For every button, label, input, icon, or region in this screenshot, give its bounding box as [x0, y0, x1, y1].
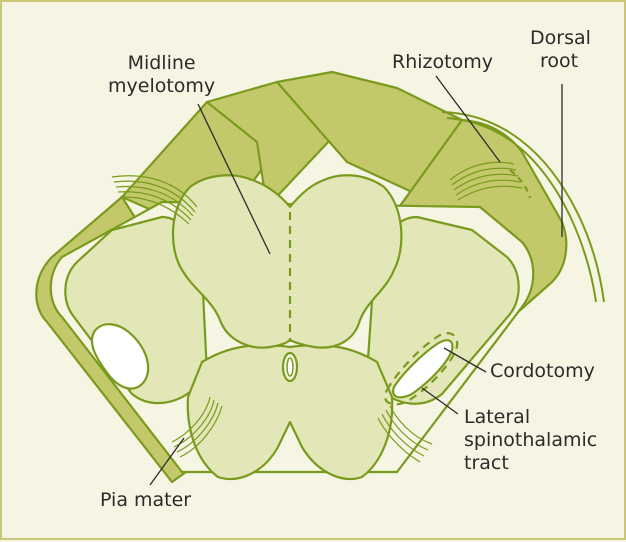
label-cordotomy: Cordotomy	[490, 360, 595, 383]
label-midline-myelotomy: Midline myelotomy	[108, 52, 215, 98]
label-lateral-spinothalamic-tract: Lateral spinothalamic tract	[464, 406, 597, 475]
label-dorsal-root: Dorsal root	[530, 27, 591, 73]
label-rhizotomy: Rhizotomy	[392, 51, 493, 74]
label-pia-mater: Pia mater	[100, 489, 191, 512]
